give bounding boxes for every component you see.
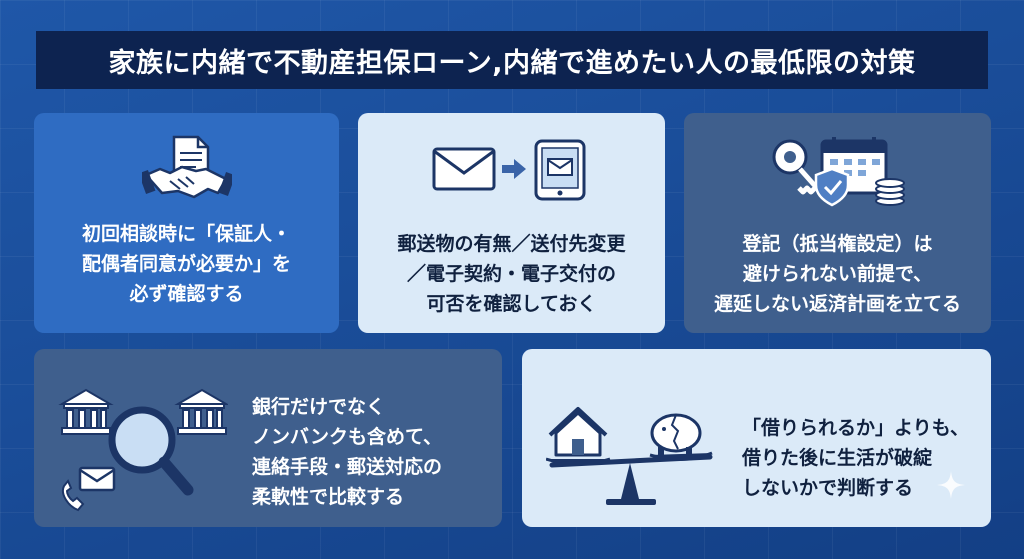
page-title: 家族に内緒で不動産担保ローン,内緒で進めたい人の最低限の対策 — [108, 47, 916, 79]
card-text-line: 郵送物の有無／送付先変更 — [397, 233, 626, 255]
card-text-line: 必ず確認する — [129, 283, 244, 305]
mail-to-tablet-icon — [432, 139, 592, 205]
card-text-line: ノンバンクも含めて、 — [252, 426, 443, 448]
card-text-line: しないかで判断する — [742, 477, 914, 499]
card-repayment-judgement: 「借りられるか」よりも、 借りた後に生活が破綻 しないかで判断する — [522, 349, 991, 527]
card-text-line: 借りた後に生活が破綻 — [742, 447, 933, 469]
card-lender-compare: 銀行だけでなく ノンバンクも含めて、 連絡手段・郵送対応の 柔軟性で比較する — [34, 349, 502, 527]
card-registration-plan: 登記（抵当権設定）は 避けられない前提で、 遅延しない返済計画を立てる — [684, 113, 991, 333]
key-calendar-coins-icon — [768, 135, 908, 211]
card-text-line: 「借りられるか」よりも、 — [742, 417, 970, 439]
card-text-line: 初回相談時に「保証人・ — [81, 223, 291, 245]
card-text-line: 遅延しない返済計画を立てる — [713, 293, 961, 315]
house-piggybank-scale-icon — [545, 403, 716, 511]
title-bar: 家族に内緒で不動産担保ローン,内緒で進めたい人の最低限の対策 — [36, 31, 988, 89]
card-text-line: 避けられない前提で、 — [742, 263, 933, 285]
card-text-line: 登記（抵当権設定）は — [742, 233, 933, 255]
bank-magnifier-icon — [58, 382, 230, 516]
card-guarantor-check: 初回相談時に「保証人・ 配偶者同意が必要か」を 必ず確認する — [34, 113, 339, 333]
card-text-line: 銀行だけでなく — [252, 396, 386, 418]
card-text-line: 連絡手段・郵送対応の — [252, 456, 443, 478]
handshake-document-icon — [138, 135, 235, 205]
sparkle-icon — [937, 471, 965, 503]
card-mail-check: 郵送物の有無／送付先変更 ／電子契約・電子交付の 可否を確認しておく — [358, 113, 665, 333]
card-text-line: ／電子契約・電子交付の — [406, 263, 616, 285]
card-text-line: 可否を確認しておく — [426, 293, 597, 315]
card-text-line: 柔軟性で比較する — [252, 486, 405, 508]
card-text-line: 配偶者同意が必要か」を — [81, 253, 291, 275]
